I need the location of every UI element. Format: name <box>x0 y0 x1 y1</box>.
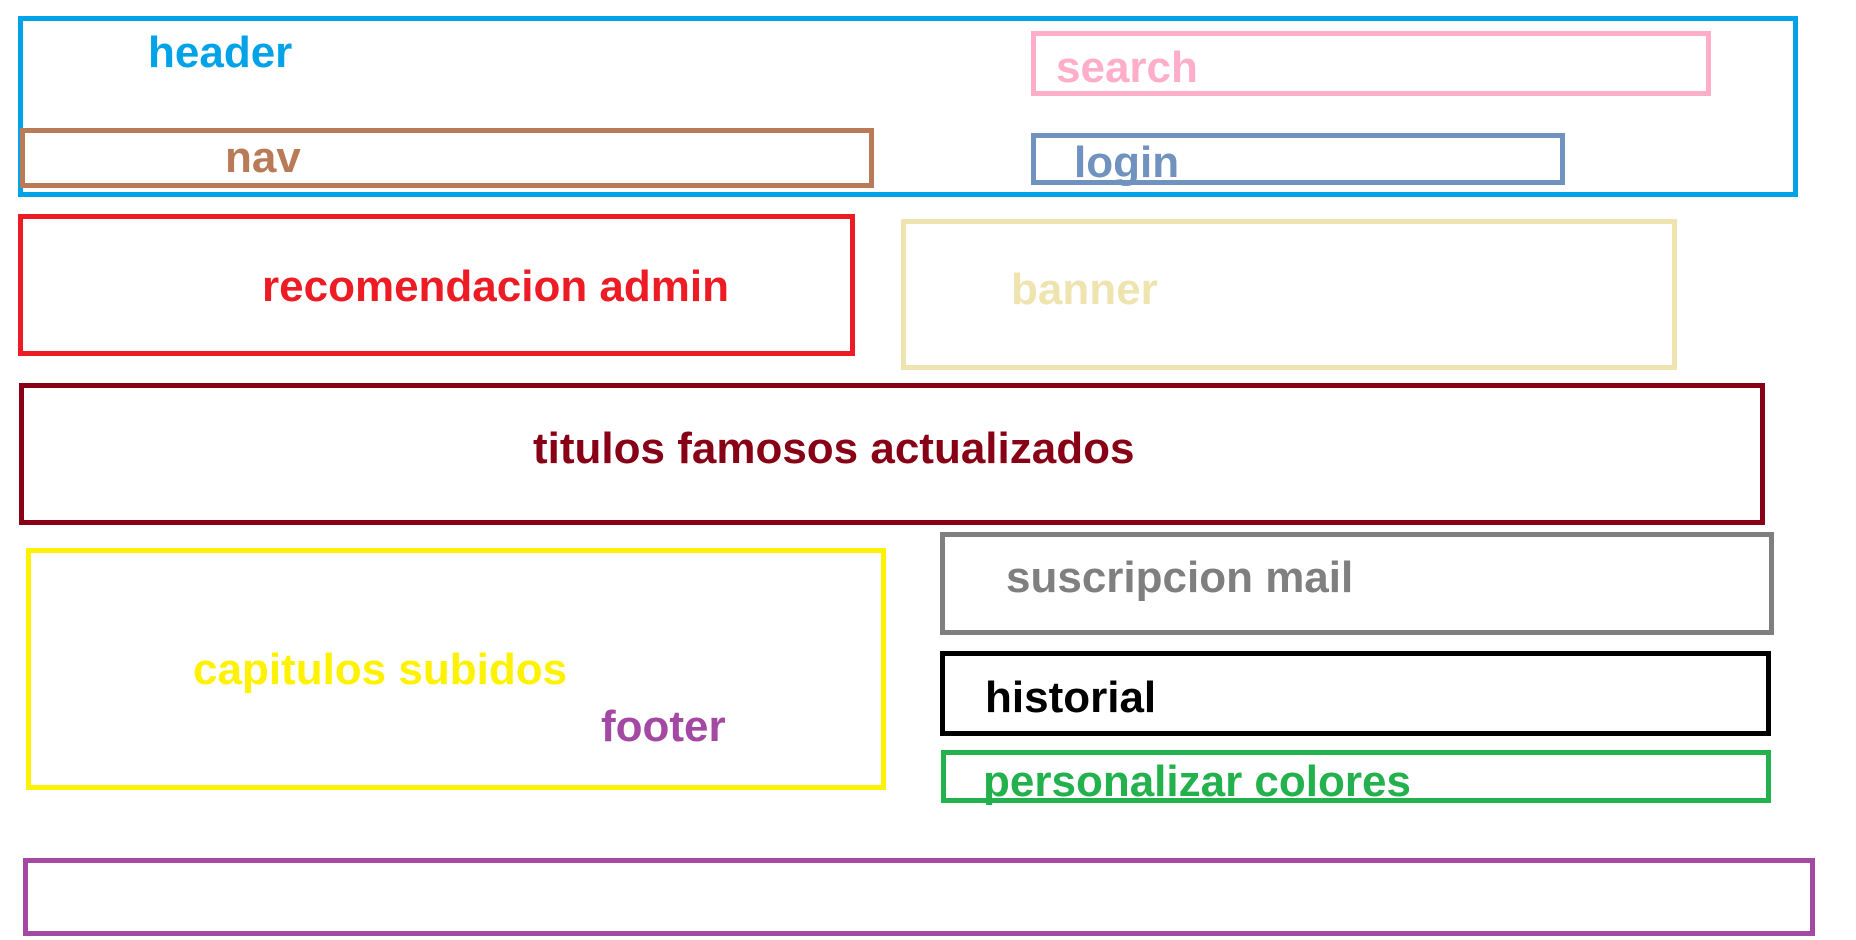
footer-region-box <box>23 858 1815 936</box>
nav-label: nav <box>225 133 301 182</box>
suscripcion-mail-box <box>940 532 1774 635</box>
historial-label: historial <box>985 673 1157 722</box>
search-label: search <box>1056 43 1198 92</box>
personalizar-colores-label: personalizar colores <box>983 757 1411 806</box>
titulos-famosos-label: titulos famosos actualizados <box>533 424 1135 473</box>
footer-label: footer <box>601 702 726 751</box>
header-label: header <box>148 28 293 77</box>
suscripcion-mail-label: suscripcion mail <box>1006 553 1354 602</box>
header-region-box <box>18 16 1798 197</box>
capitulos-subidos-box <box>26 548 886 790</box>
search-region-box <box>1031 31 1711 96</box>
banner-label: banner <box>1011 265 1158 314</box>
login-region-box <box>1031 133 1565 185</box>
capitulos-subidos-label: capitulos subidos <box>193 645 568 694</box>
login-label: login <box>1074 138 1180 187</box>
titulos-famosos-box <box>19 383 1765 525</box>
recomendacion-admin-label: recomendacion admin <box>262 262 730 311</box>
recomendacion-admin-box <box>18 214 855 356</box>
historial-box <box>940 651 1771 736</box>
nav-region-box <box>20 128 874 188</box>
personalizar-colores-box <box>941 750 1771 803</box>
banner-region-box <box>901 219 1677 370</box>
